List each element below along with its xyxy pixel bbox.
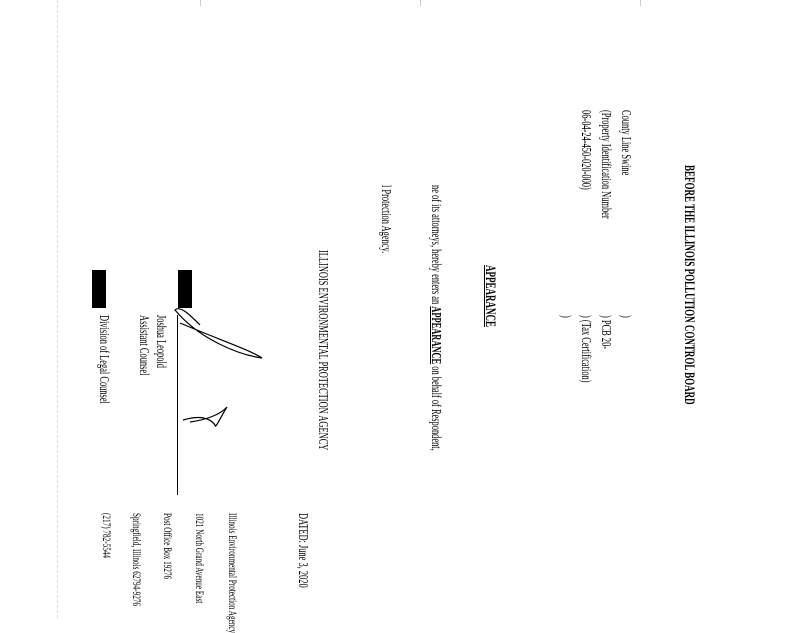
scan-mark — [640, 0, 641, 6]
address-line: Illinois Environmental Protection Agency — [226, 513, 240, 633]
address-line: Post Office Box 19276 — [161, 513, 175, 580]
signature-image — [174, 308, 263, 427]
address-line: (217) 782-5544 — [100, 513, 114, 558]
signer-name: Joshua Leopold — [153, 315, 168, 368]
rotated-document-page: BEFORE THE ILLINOIS POLLUTION CONTROL BO… — [70, 100, 720, 633]
signer-title: Assistant Counsel — [136, 315, 151, 376]
signer-division: Division of Legal Counsel — [96, 315, 111, 404]
scan-mark — [420, 0, 421, 6]
scan-margin-line — [57, 0, 58, 618]
address-line: Springfield, Illinois 62794-9276 — [130, 513, 144, 606]
address-line: 1021 North Grand Avenue East — [193, 513, 207, 604]
scan-mark — [200, 0, 201, 6]
redacted-block — [92, 270, 106, 308]
